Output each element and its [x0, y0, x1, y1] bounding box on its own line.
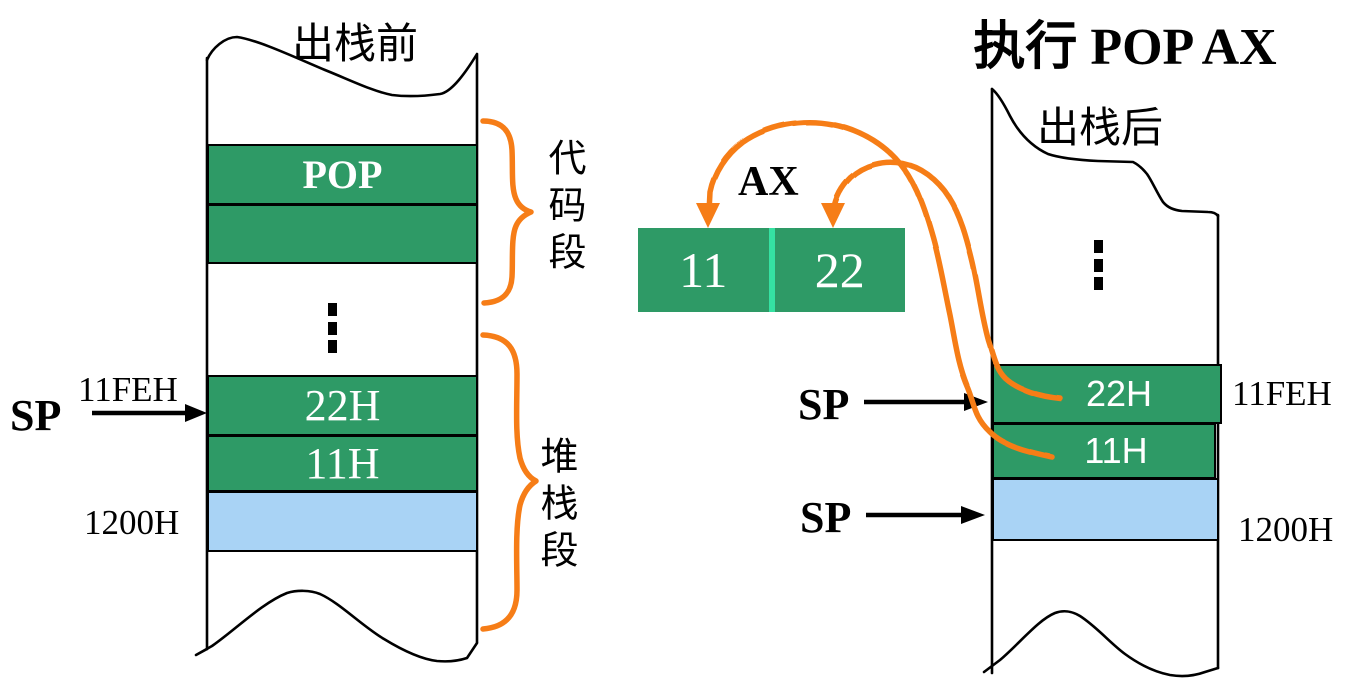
before-code-cell-empty: [207, 204, 478, 264]
before-sp-label: SP: [10, 391, 62, 440]
before-sp-arrow: [92, 404, 207, 422]
after-stack-bottom-wave: [982, 610, 1220, 678]
ax-low-byte-cell: 22: [814, 242, 865, 298]
after-addr-top: 11FEH: [1232, 374, 1332, 413]
stack-segment-label: 堆栈段: [534, 436, 576, 577]
before-base-address: 1200H: [84, 503, 180, 542]
after-sp-label-top: SP: [798, 380, 850, 429]
flow-arrowhead-al: [821, 203, 845, 228]
flow-22h-to-al-curve: [830, 160, 1063, 401]
after-sp-arrow-bottom: [866, 506, 985, 524]
flow-11h-to-ah-curve: [706, 119, 1055, 460]
ax-register-box: 11 22: [638, 228, 905, 312]
code-segment-brace: [480, 118, 534, 306]
ax-register-label: AX: [738, 159, 799, 205]
ax-byte-divider: [768, 228, 775, 312]
flow-arrowhead-ah: [696, 203, 720, 228]
before-sp-address: 11FEH: [78, 370, 178, 409]
after-stack-cell-1200h: [992, 478, 1219, 541]
before-pop-cell: POP: [207, 144, 478, 205]
code-segment-label: 代码段: [542, 138, 584, 279]
after-sp-label-bottom: SP: [800, 493, 852, 542]
page-title: 执行 POP AX: [973, 19, 1277, 76]
before-stack-bottom-wave: [194, 589, 479, 663]
after-addr-bottom: 1200H: [1238, 510, 1334, 549]
after-stack-top-wave: [990, 87, 1220, 218]
before-stack-cell-1200h: [207, 491, 478, 552]
ax-high-byte-cell: 11: [679, 242, 728, 298]
before-stack-cell-22h: 22H: [207, 375, 478, 436]
before-heading: 出栈前: [291, 22, 418, 68]
stack-segment-brace: [480, 332, 539, 632]
before-stack-top-wave: [205, 35, 479, 98]
after-heading: 出栈后: [1036, 106, 1163, 152]
